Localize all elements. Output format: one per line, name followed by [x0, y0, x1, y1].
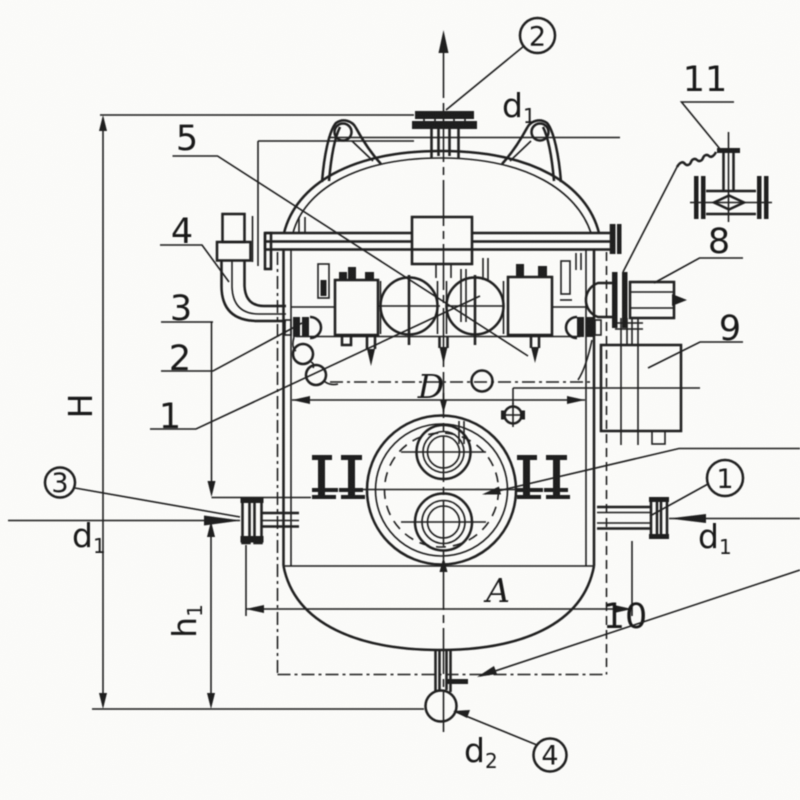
- scan-noise-overlay: [0, 0, 800, 800]
- diagram-canvas: 5 4 3 2 1 11 8 9 10 2 3: [0, 0, 800, 800]
